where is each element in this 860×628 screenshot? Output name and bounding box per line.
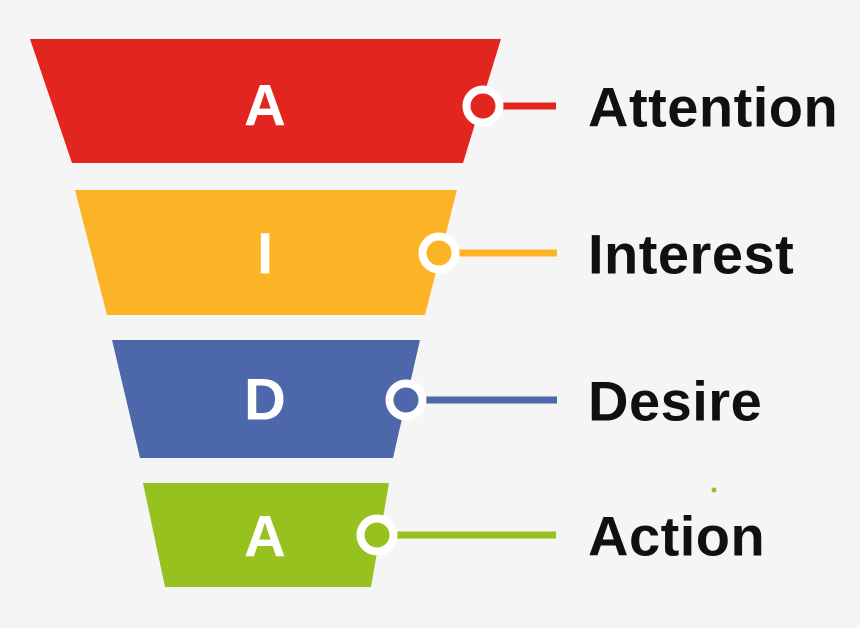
funnel-stage-desire: D Desire (112, 340, 762, 458)
funnel-stage-attention: A Attention (30, 39, 838, 163)
connector-dot-desire (385, 379, 427, 421)
funnel-stage-interest: I Interest (75, 190, 794, 315)
green-speck (711, 487, 717, 493)
funnel-stage-action: A Action (143, 483, 765, 587)
stage-label-desire: Desire (588, 370, 762, 433)
stage-label-interest: Interest (588, 223, 794, 286)
funnel-segment-interest (75, 190, 457, 315)
stage-letter-attention: A (244, 74, 286, 139)
stage-label-attention: Attention (588, 76, 838, 139)
stage-label-action: Action (588, 505, 765, 568)
stage-letter-action: A (244, 505, 286, 570)
stage-letter-desire: D (244, 368, 286, 433)
stage-letter-interest: I (257, 222, 273, 287)
connector-dot-interest (418, 232, 460, 274)
funnel-segment-attention (30, 39, 501, 163)
connector-dot-attention (462, 85, 504, 127)
funnel-segment-desire (112, 340, 420, 458)
funnel-segment-action (143, 483, 389, 587)
connector-dot-action (356, 514, 398, 556)
